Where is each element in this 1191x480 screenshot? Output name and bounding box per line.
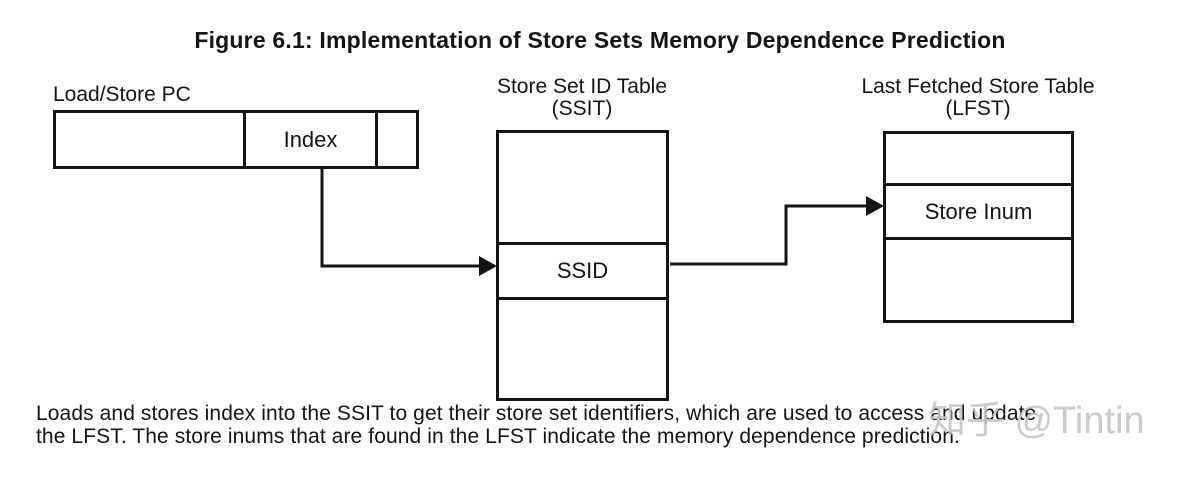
pc-index-label: Index xyxy=(283,126,338,152)
lfst-box: Store Inum xyxy=(883,131,1074,323)
ssid-cell-label: SSID xyxy=(556,258,609,283)
ssit-table-label: Store Set ID Table (SSIT) xyxy=(452,76,712,120)
ssit-label-line1: Store Set ID Table xyxy=(496,75,668,98)
lfst-row-top xyxy=(886,134,1071,186)
store-inum-cell: Store Inum xyxy=(886,186,1071,240)
lfst-label-line2: (LFST) xyxy=(945,97,1011,120)
pc-box-label: Load/Store PC xyxy=(53,83,191,106)
ssid-to-lfst-arrow xyxy=(670,196,884,266)
ssit-box: SSID xyxy=(496,130,669,401)
pc-low-bits-segment xyxy=(378,113,416,166)
lfst-label-line1: Last Fetched Store Table xyxy=(861,75,1095,98)
index-to-ssit-arrow xyxy=(320,169,497,276)
figure-title: Figure 6.1: Implementation of Store Sets… xyxy=(194,27,1006,53)
caption-line-2: the LFST. The store inums that are found… xyxy=(36,425,960,448)
pc-box: Index xyxy=(53,110,419,169)
ssit-row-top xyxy=(499,133,666,245)
ssid-cell: SSID xyxy=(499,245,666,300)
store-inum-cell-label: Store Inum xyxy=(924,198,1033,224)
lfst-row-bottom xyxy=(886,240,1071,320)
pc-high-bits-segment xyxy=(56,113,246,166)
ssit-row-bottom xyxy=(499,300,666,398)
lfst-table-label: Last Fetched Store Table (LFST) xyxy=(848,76,1108,120)
caption-line-1: Loads and stores index into the SSIT to … xyxy=(36,402,1037,425)
figure-caption: Loads and stores index into the SSIT to … xyxy=(36,402,1176,448)
ssit-label-line2: (SSIT) xyxy=(551,97,613,120)
pc-index-segment: Index xyxy=(246,113,378,166)
